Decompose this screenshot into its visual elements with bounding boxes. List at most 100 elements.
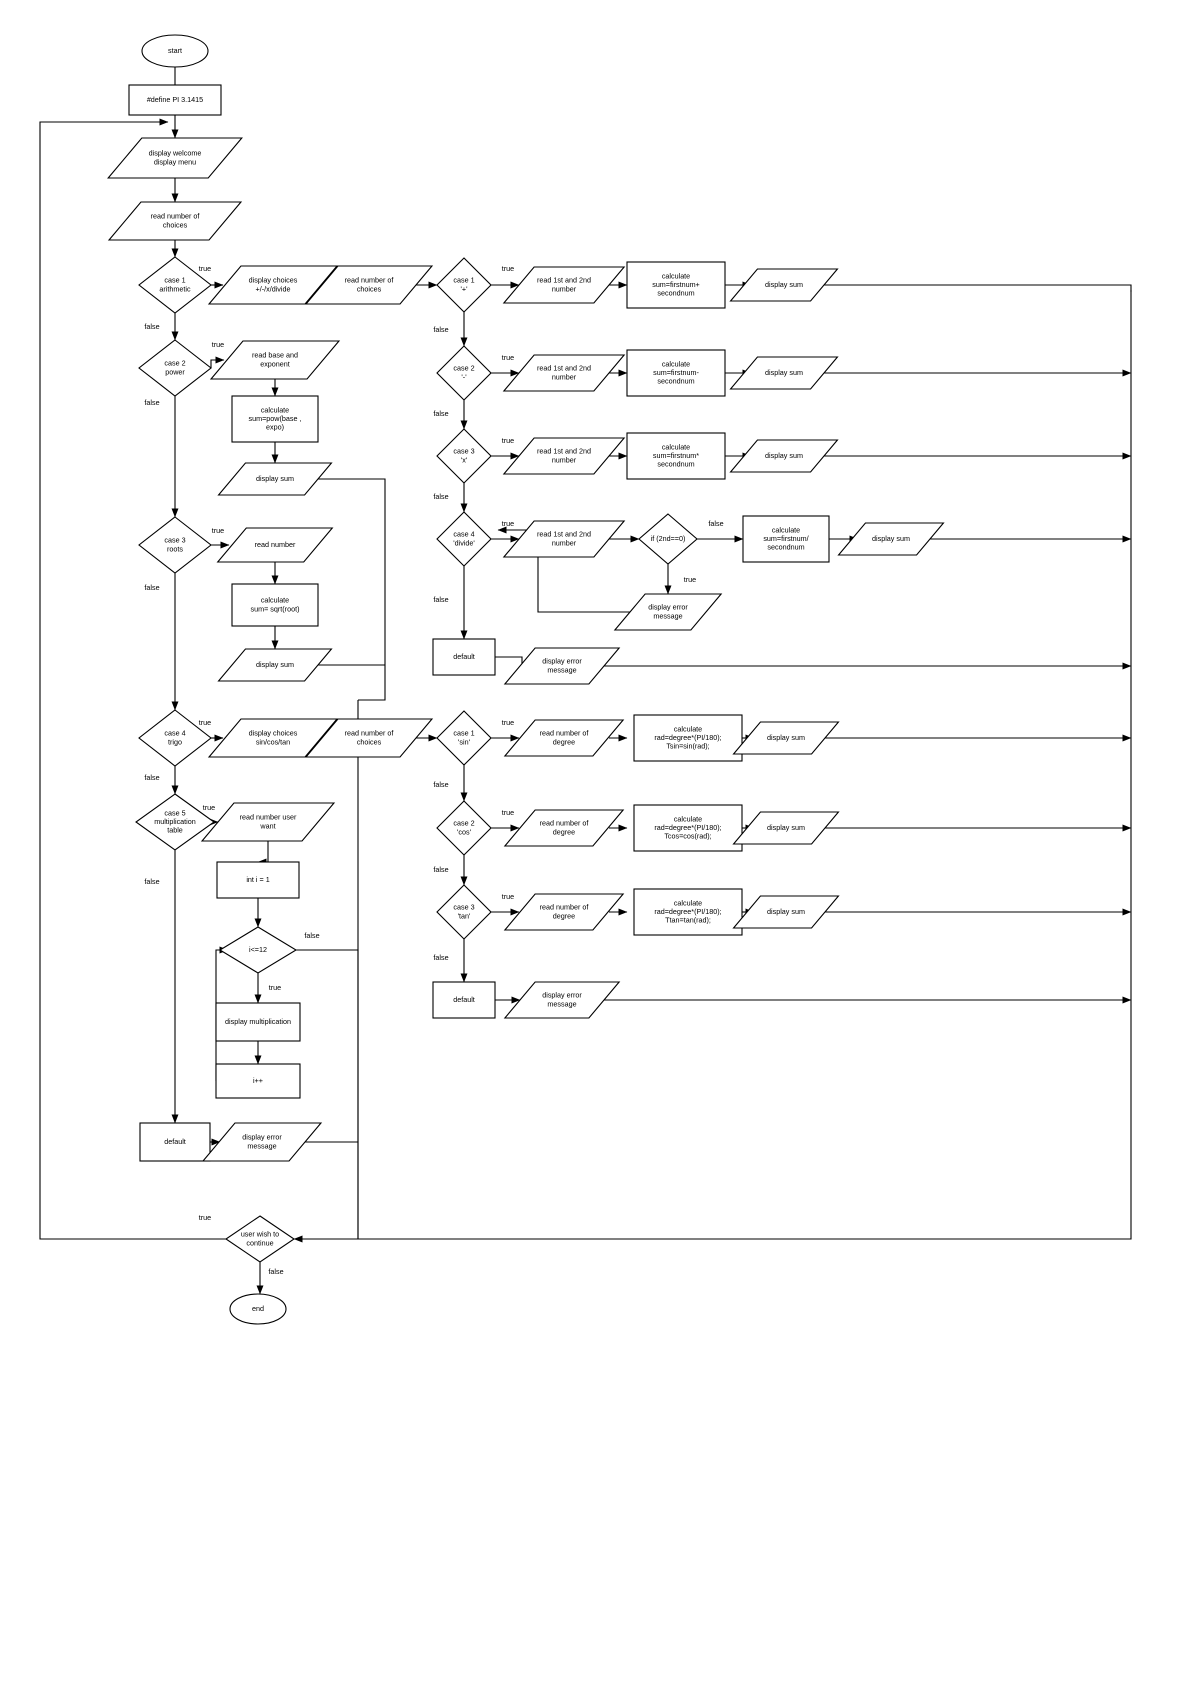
io-shape	[217, 648, 333, 682]
decision-shape	[638, 513, 698, 565]
io-shape	[503, 809, 625, 847]
node-t-default[interactable]: default	[432, 981, 496, 1019]
edge-label: true	[212, 340, 224, 349]
node-a-case4[interactable]: case 4'divide'	[436, 511, 492, 567]
edge-label: false	[144, 322, 159, 331]
node-a-disp3[interactable]: display sum	[729, 439, 839, 473]
node-a-disp4[interactable]: display sum	[837, 522, 945, 556]
node-t-case2[interactable]: case 2'cos'	[436, 800, 492, 856]
edge-case2-base	[210, 356, 225, 368]
edge-label: true	[199, 718, 211, 727]
node-a-default[interactable]: default	[432, 638, 496, 676]
node-label: end	[252, 1304, 264, 1313]
io-shape	[502, 437, 626, 475]
process-shape	[742, 515, 830, 563]
node-display-mult[interactable]: display multiplication	[215, 1002, 301, 1042]
node-init-i[interactable]: int i = 1	[216, 861, 300, 899]
decision-shape	[436, 511, 492, 567]
node-t-disp2[interactable]: display sum	[732, 811, 840, 845]
node-display-choices-arith[interactable]: display choices+/-/x/divide	[207, 265, 339, 305]
edge-label: true	[199, 1213, 211, 1222]
node-label: display sum	[256, 474, 294, 483]
node-a-case1[interactable]: case 1'+'	[436, 257, 492, 313]
node-loop-cond[interactable]: i<=12	[218, 926, 298, 974]
decision-shape	[436, 800, 492, 856]
node-t-case3[interactable]: case 3'tan'	[436, 884, 492, 940]
decision-shape	[218, 926, 298, 974]
node-end[interactable]: end	[229, 1293, 287, 1325]
node-a-disp2[interactable]: display sum	[729, 356, 839, 390]
node-define-pi[interactable]: #define PI 3.1415	[128, 84, 222, 116]
node-read-number-root[interactable]: read number	[216, 527, 334, 563]
decision-shape	[225, 1215, 295, 1263]
edge-label: false	[433, 780, 448, 789]
node-start[interactable]: start	[141, 34, 209, 68]
node-a-case3[interactable]: case 3'x'	[436, 428, 492, 484]
edge-loop-false-continue	[293, 949, 359, 1243]
node-default-main[interactable]: default	[139, 1122, 211, 1162]
io-shape	[503, 647, 621, 685]
edge-label: false	[144, 877, 159, 886]
node-t-disp1[interactable]: display sum	[732, 721, 840, 755]
io-shape	[304, 718, 434, 758]
io-shape	[207, 265, 339, 305]
process-shape	[432, 638, 496, 676]
node-display-sum-sqrt[interactable]: display sum	[217, 648, 333, 682]
process-shape	[231, 395, 319, 443]
node-a-check-zero[interactable]: if (2nd==0)	[638, 513, 698, 565]
node-display-sum-pow[interactable]: display sum	[217, 462, 333, 496]
node-t-case1[interactable]: case 1'sin'	[436, 710, 492, 766]
node-increment-i[interactable]: i++	[215, 1063, 301, 1099]
node-a-disp1[interactable]: display sum	[729, 268, 839, 302]
node-t-disp3[interactable]: display sum	[732, 895, 840, 929]
edge-readuser-init	[257, 841, 269, 866]
node-a-case2[interactable]: case 2'-'	[436, 345, 492, 401]
edge-label: false	[433, 595, 448, 604]
node-label: i<=12	[249, 945, 267, 954]
process-shape	[215, 1002, 301, 1042]
node-label: display multiplication	[225, 1017, 291, 1026]
